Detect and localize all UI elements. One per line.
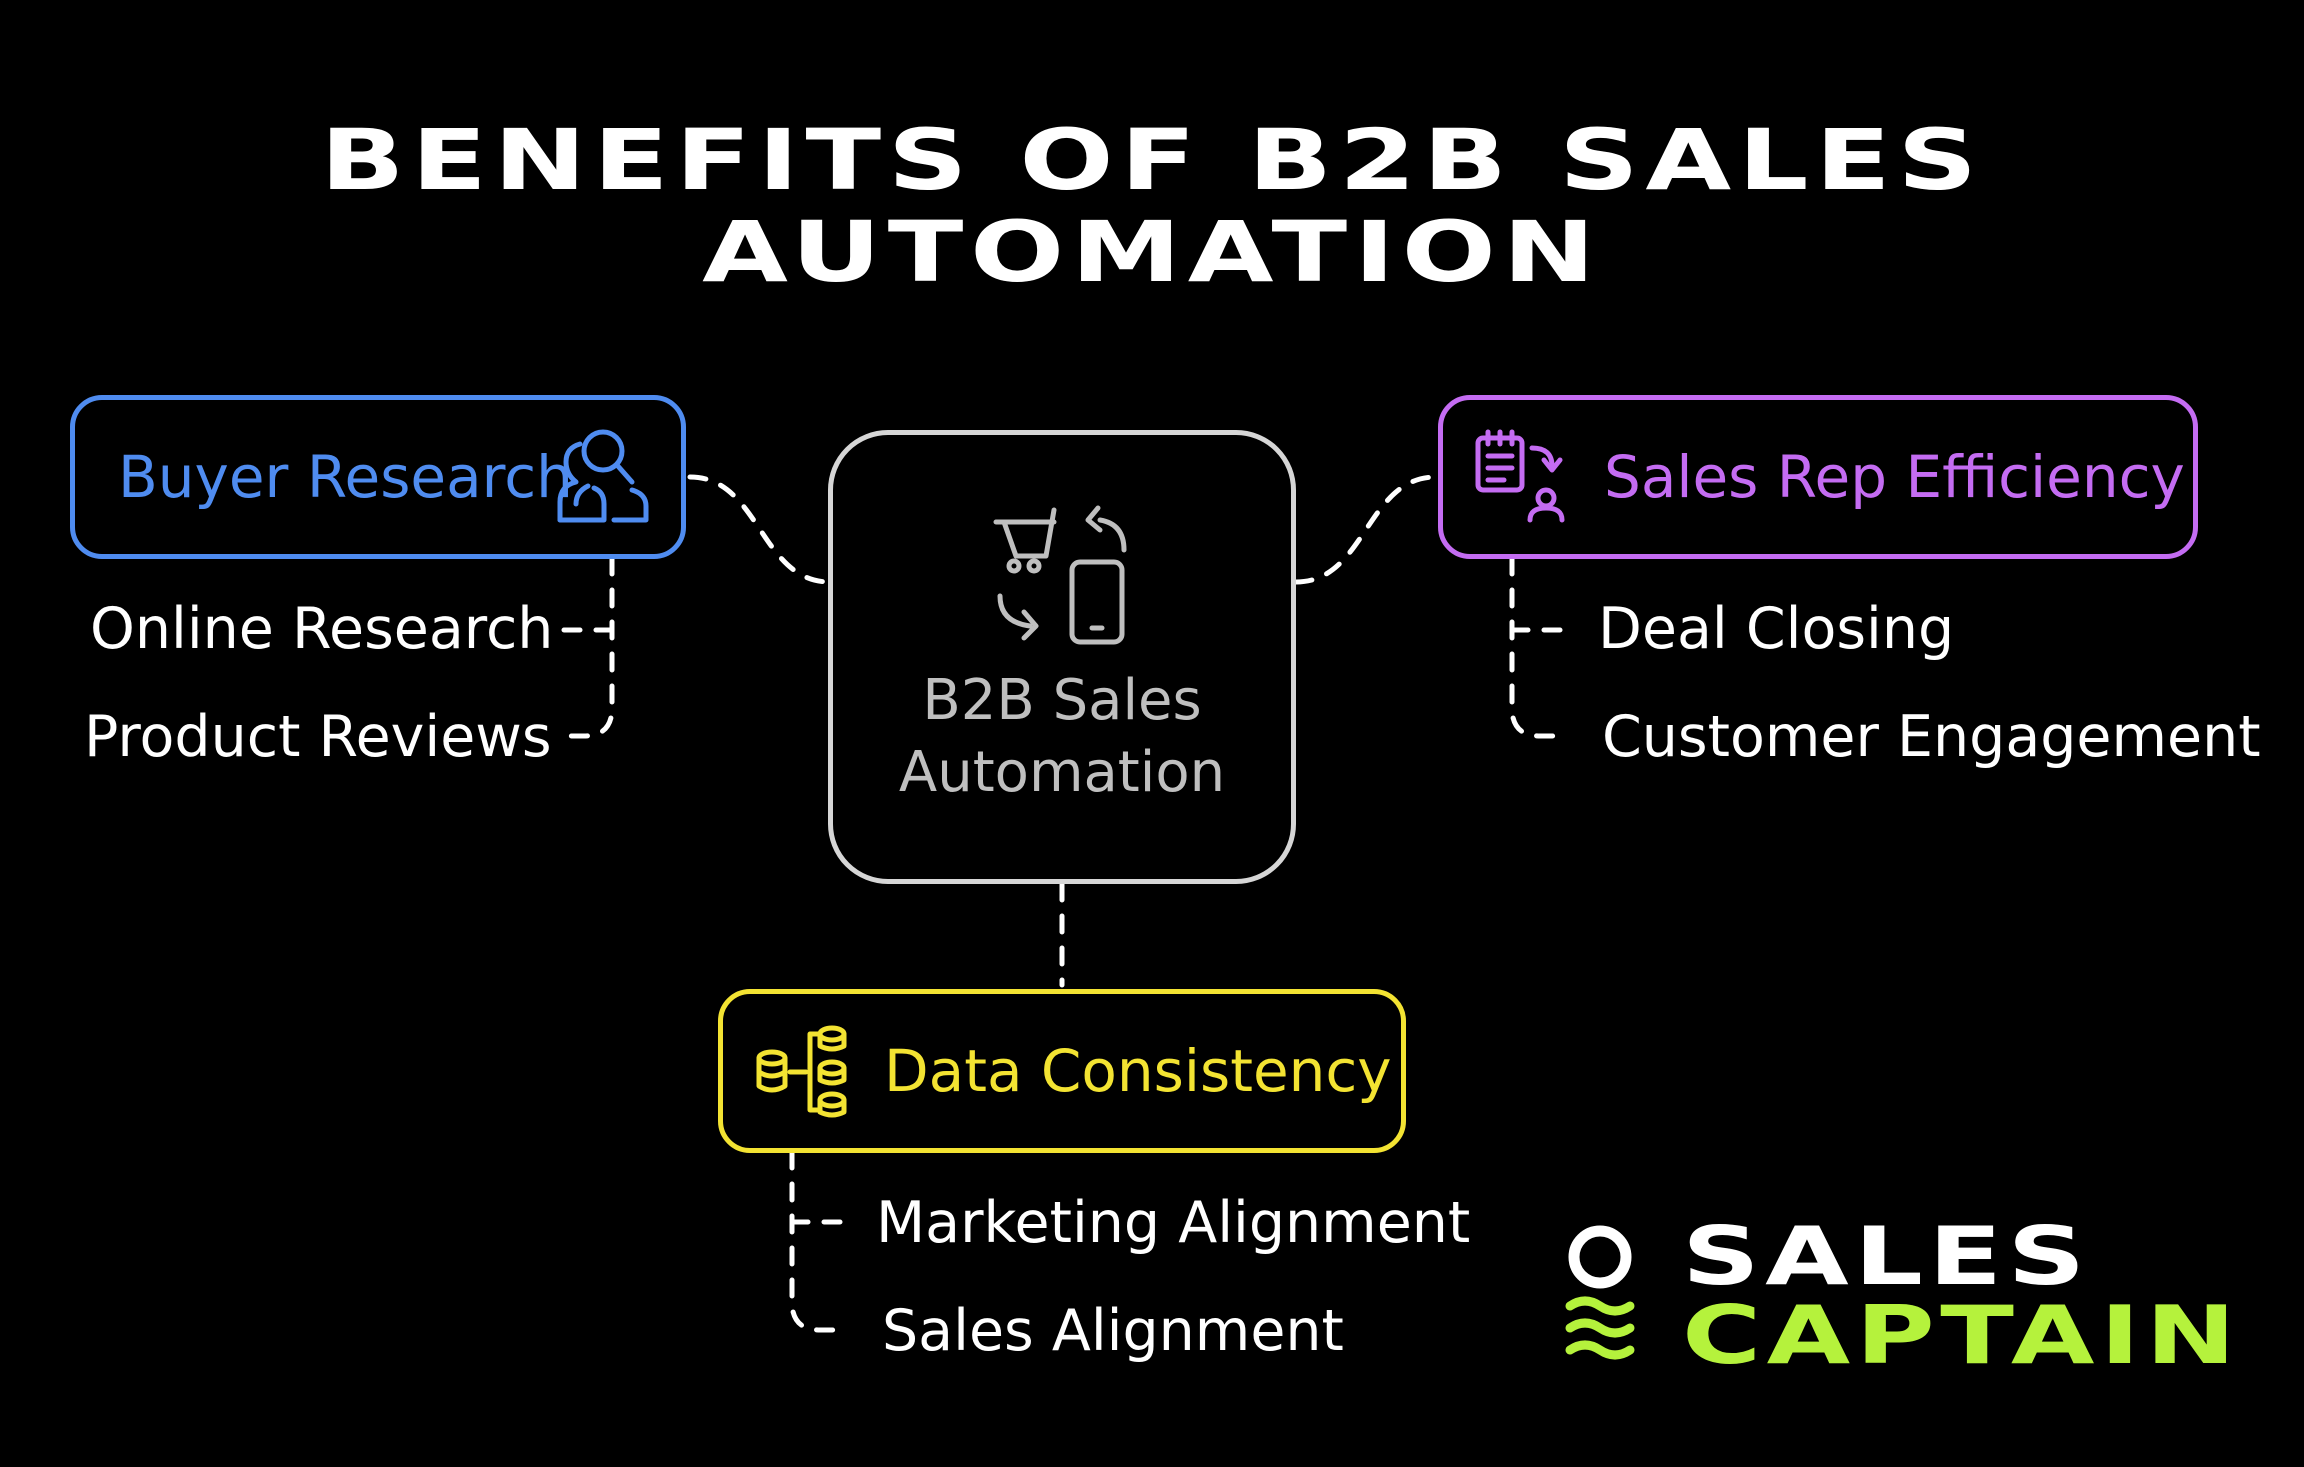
- center-automation-box[interactable]: [828, 430, 1296, 884]
- data-consistency-box[interactable]: [718, 989, 1406, 1153]
- sales-rep-efficiency-box[interactable]: [1438, 395, 2198, 559]
- logo-line-captain: CAPTAIN: [1682, 1289, 2242, 1382]
- buyer-research-item: Product Reviews: [84, 704, 552, 770]
- sales-rep-efficiency-label: Sales Rep Efficiency: [1604, 443, 2185, 511]
- sales-rep-efficiency-item: Customer Engagement: [1602, 704, 2261, 770]
- branch-buyer-research: [557, 555, 615, 739]
- connector-center-to-salesrep: [1293, 474, 1439, 585]
- center-label-line-2: Automation: [898, 740, 1226, 805]
- page-title-line-1: BENEFITS OF B2B SALES: [320, 111, 1984, 209]
- buyer-research-box[interactable]: [70, 395, 686, 559]
- connector-buyer-to-center: [687, 474, 833, 585]
- branch-sales-rep: [1509, 555, 1569, 739]
- logo-line-sales: SALES: [1682, 1210, 2091, 1303]
- data-consistency-item: Marketing Alignment: [876, 1190, 1471, 1256]
- data-consistency-item: Sales Alignment: [882, 1298, 1344, 1364]
- sales-rep-efficiency-item: Deal Closing: [1598, 596, 1955, 662]
- buyer-research-item: Online Research: [90, 596, 554, 662]
- page-title-line-2: AUTOMATION: [702, 203, 1602, 301]
- branch-data-consistency: [789, 1149, 851, 1333]
- buyer-research-label: Buyer Research: [118, 443, 573, 511]
- data-consistency-label: Data Consistency: [884, 1037, 1392, 1105]
- center-label-line-1: B2B Sales: [922, 668, 1202, 733]
